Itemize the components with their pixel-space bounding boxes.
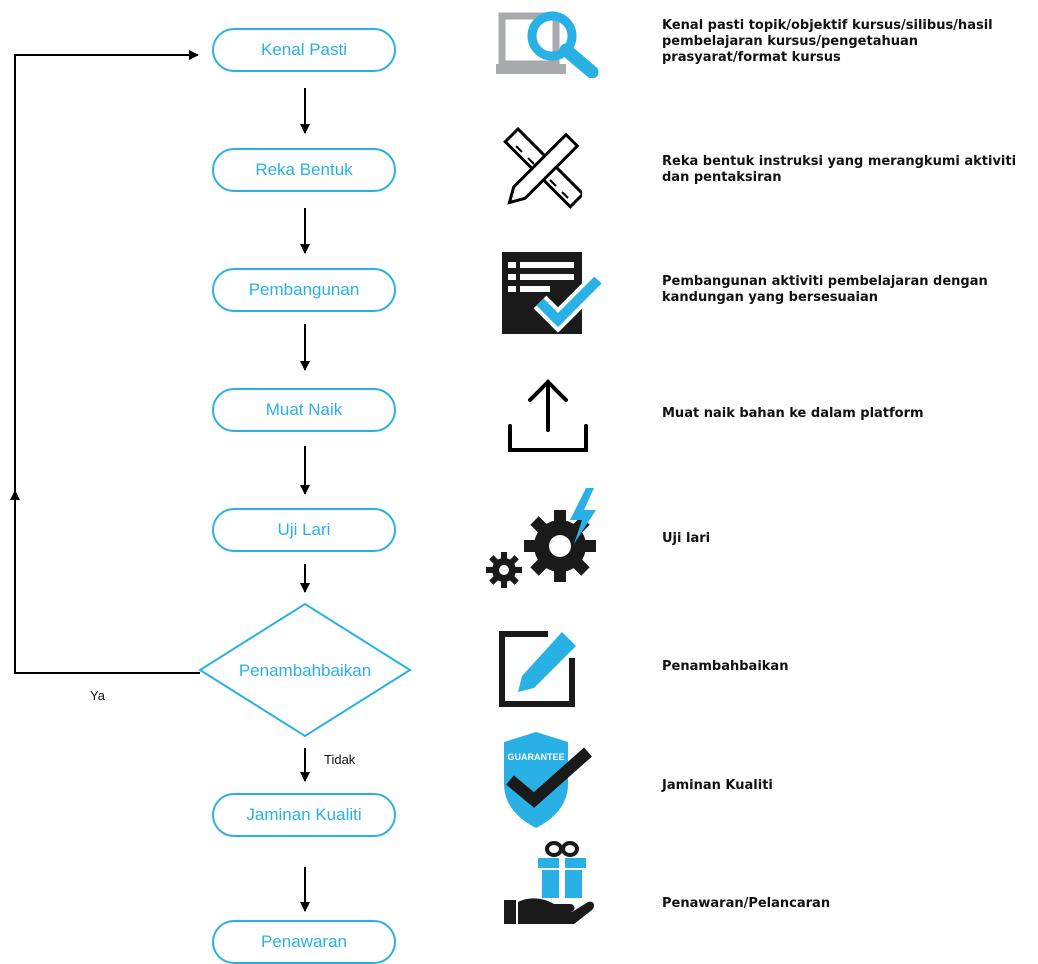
description-penawaran: Penawaran/Pelancaran <box>662 896 831 911</box>
edit-icon <box>499 631 576 707</box>
guarantee-shield-icon: GUARANTEE <box>504 732 592 828</box>
upload-icon <box>508 379 588 452</box>
description-penambahbaikan: Penambahbaikan <box>662 659 789 674</box>
description-jaminan-kualiti: Jaminan Kualiti <box>662 778 773 793</box>
gears-icon <box>486 488 596 588</box>
step-muat-naik: Muat Naik <box>212 388 396 432</box>
yes-label: Ya <box>90 688 105 703</box>
description-uji-lari: Uji lari <box>662 531 711 546</box>
gift-hand-icon <box>504 841 595 924</box>
loop-back-line <box>14 50 200 674</box>
step-pembangunan: Pembangunan <box>212 268 396 312</box>
decision-diamond <box>198 602 412 738</box>
checklist-icon <box>502 252 605 334</box>
description-kenal-pasti: Kenal pasti topik/objektif kursus/silibu… <box>662 18 993 65</box>
laptop-search-icon <box>496 11 599 78</box>
no-label: Tidak <box>324 752 356 767</box>
description-muat-naik: Muat naik bahan ke dalam platform <box>662 406 924 421</box>
step-uji-lari: Uji Lari <box>212 508 396 552</box>
step-penawaran: Penawaran <box>212 920 396 964</box>
guarantee-icon-text: GUARANTEE <box>507 752 564 762</box>
step-kenal-pasti: Kenal Pasti <box>212 28 396 72</box>
step-penambahbaikan: Penambahbaikan <box>238 661 372 680</box>
step-reka-bentuk: Reka Bentuk <box>212 148 396 192</box>
step-jaminan-kualiti: Jaminan Kualiti <box>212 793 396 837</box>
pencil-ruler-icon <box>503 126 582 209</box>
description-pembangunan: Pembangunan aktiviti pembelajaran dengan… <box>662 274 988 305</box>
description-reka-bentuk: Reka bentuk instruksi yang merangkumi ak… <box>662 154 1017 185</box>
